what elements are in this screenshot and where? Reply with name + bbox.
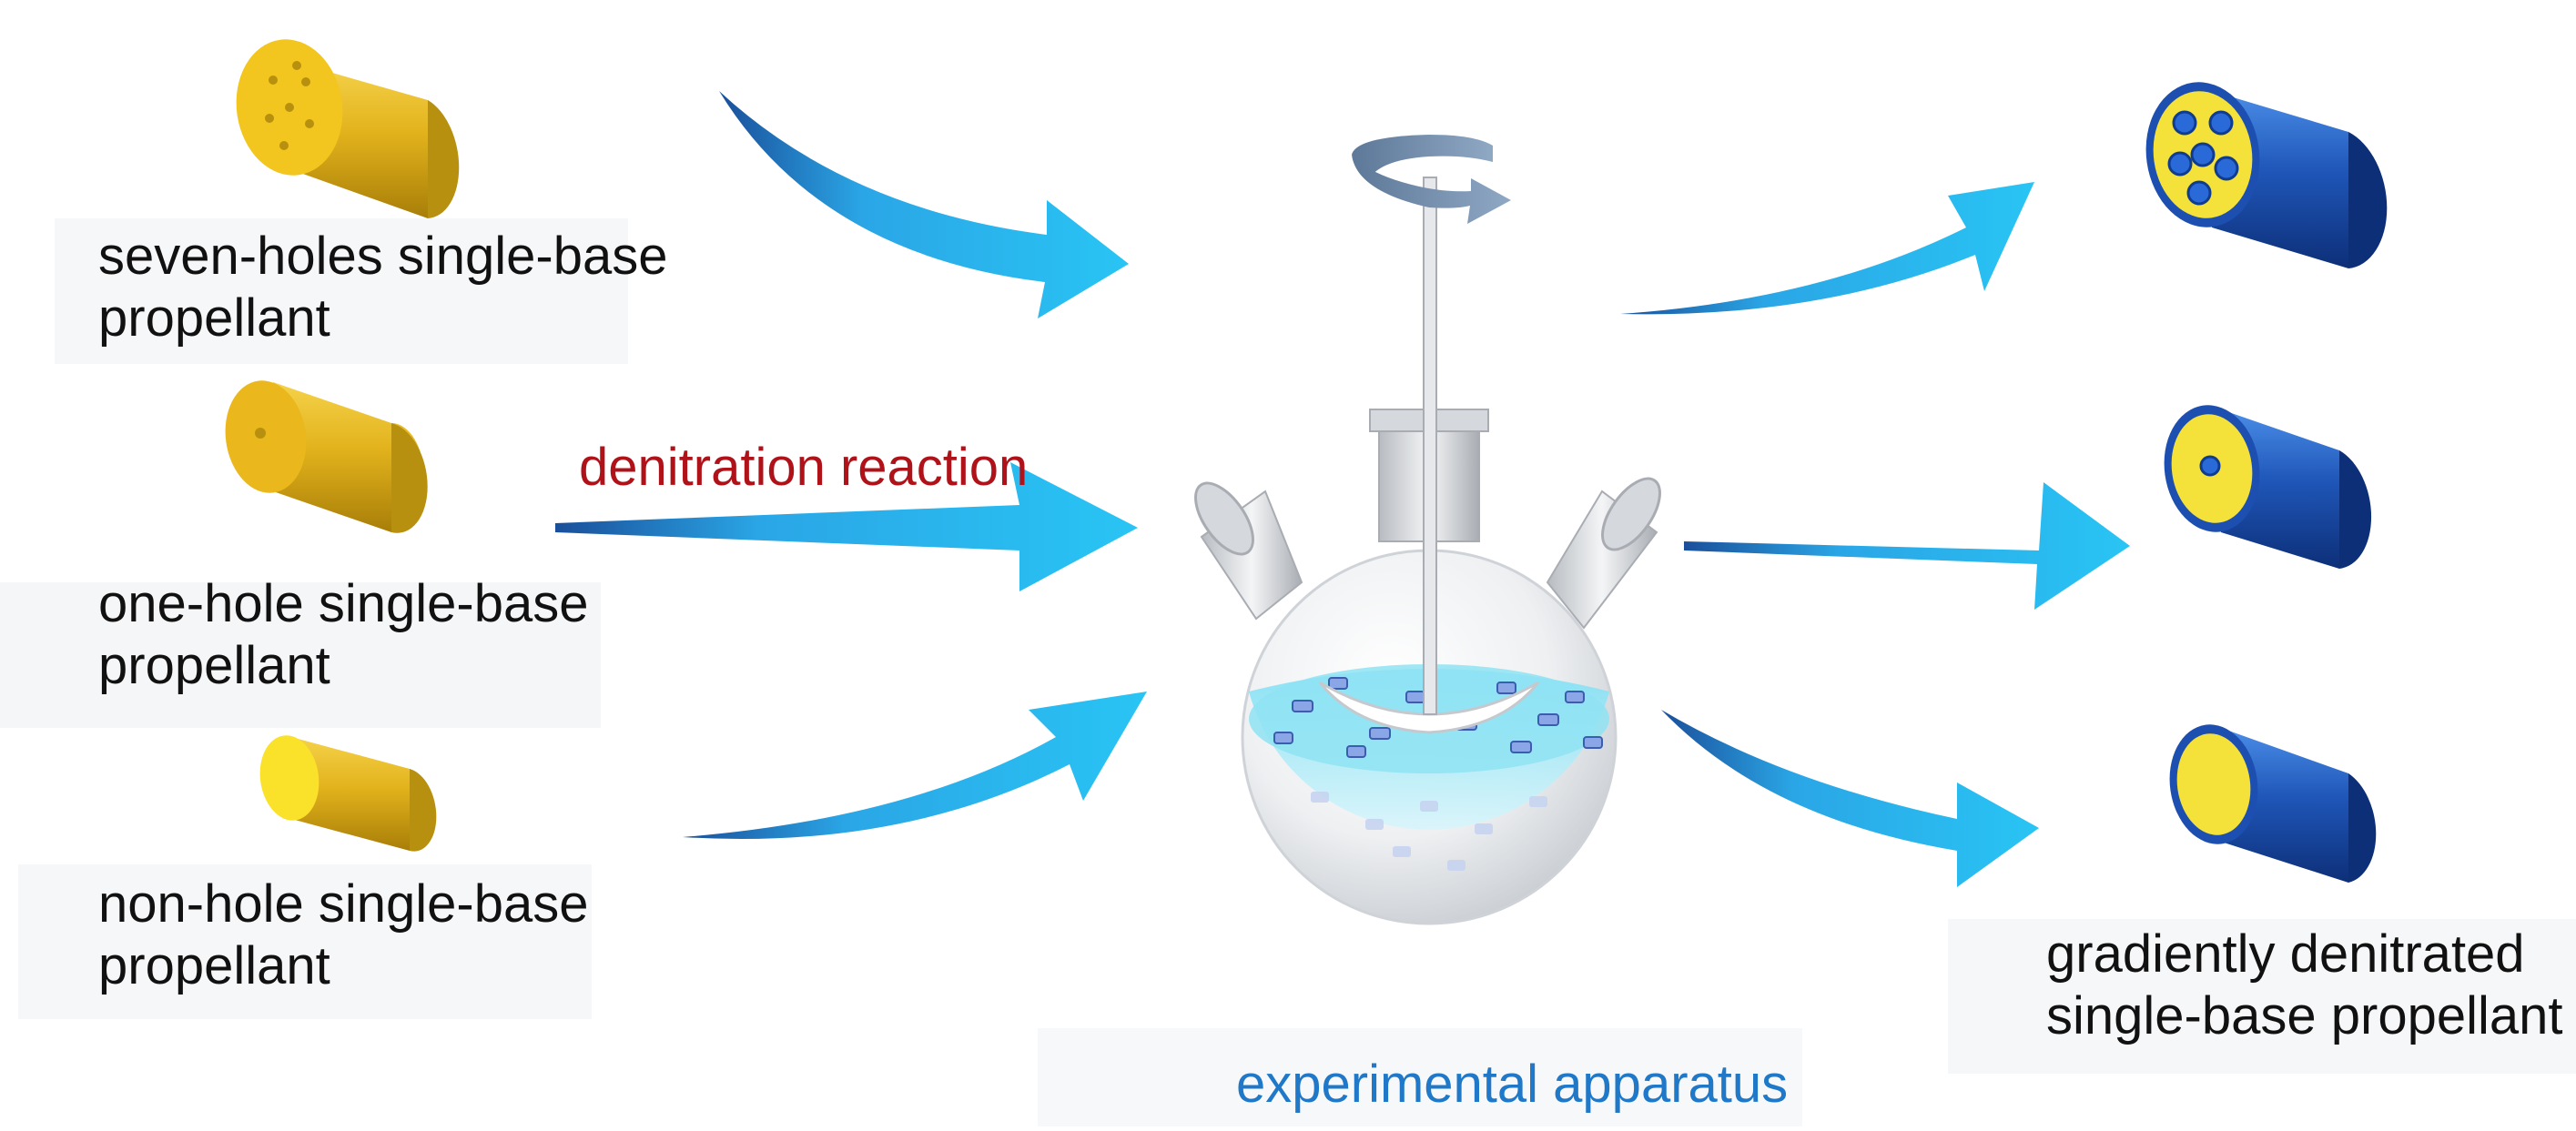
non-hole-yellow-cylinder-icon [259, 735, 437, 852]
label-panel-seven [55, 218, 628, 364]
one-hole-blue-cylinder-icon [2164, 405, 2372, 569]
label-non-hole-line1: non-hole single-base [98, 874, 589, 934]
label-denitration-reaction: denitration reaction [579, 438, 1029, 497]
three-neck-flask-icon [1194, 177, 1661, 925]
label-non-hole-line2: propellant [98, 936, 330, 995]
one-hole-yellow-cylinder-icon [225, 380, 428, 533]
arrow-seven-to-flask [719, 91, 1129, 318]
label-panel-product [1948, 919, 2576, 1074]
arrow-one-to-flask [555, 462, 1138, 591]
arrow-non-to-flask [683, 692, 1147, 840]
label-product-line1: gradiently denitrated [2046, 924, 2525, 984]
rotation-arrow-icon [1352, 135, 1511, 224]
arrow-flask-to-non [1661, 710, 2039, 887]
non-hole-blue-cylinder-icon [2169, 724, 2377, 883]
seven-hole-blue-cylinder-icon [2145, 82, 2388, 268]
label-panel-one [0, 582, 601, 728]
label-seven-holes-line1: seven-holes single-base [98, 227, 668, 286]
label-experimental-apparatus: experimental apparatus [1236, 1055, 1789, 1114]
arrow-flask-to-seven [1620, 182, 2034, 315]
label-one-hole-line1: one-hole single-base [98, 574, 589, 633]
label-one-hole-line2: propellant [98, 636, 330, 695]
label-panel-apparatus [1038, 1028, 1802, 1126]
arrow-flask-to-one [1684, 482, 2130, 610]
seven-hole-yellow-cylinder-icon [236, 39, 460, 218]
label-seven-holes-line2: propellant [98, 288, 330, 348]
label-panel-non [18, 864, 592, 1019]
label-product-line2: single-base propellant [2046, 986, 2563, 1045]
